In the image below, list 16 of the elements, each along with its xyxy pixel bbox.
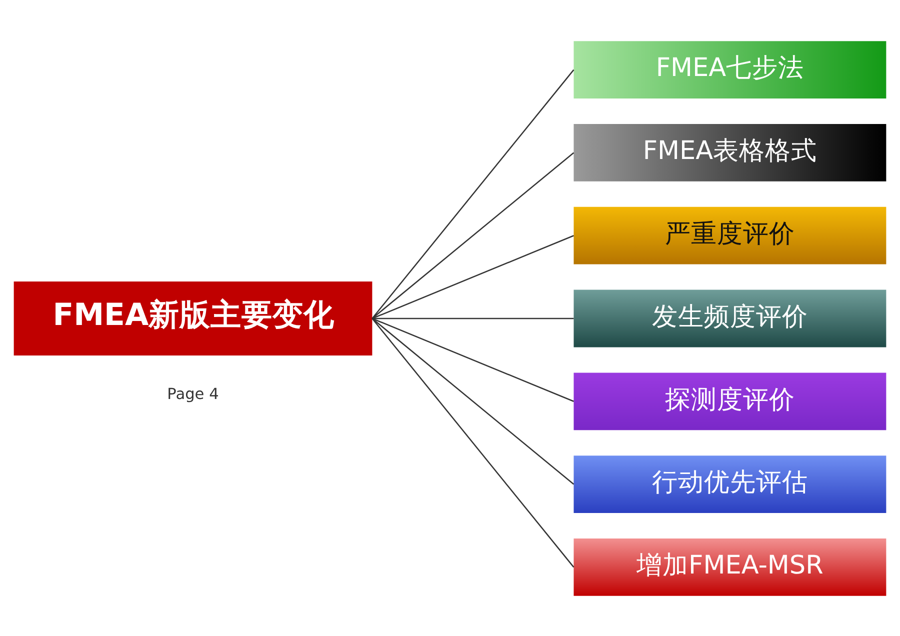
connector	[372, 317, 574, 402]
connector	[372, 68, 574, 318]
node-box: FMEA新版主要变化	[14, 281, 372, 355]
node-box: FMEA七步法	[574, 40, 886, 98]
node-box: 严重度评价	[574, 206, 886, 264]
connector	[372, 317, 574, 319]
node-box: 增加FMEA-MSR	[574, 538, 886, 596]
connector	[372, 152, 574, 318]
connector	[372, 234, 574, 319]
node-box: 行动优先评估	[574, 455, 886, 512]
connector	[372, 318, 574, 484]
node-box: FMEA表格格式	[574, 124, 886, 181]
label: Page 4	[167, 384, 219, 402]
connector	[372, 318, 574, 568]
node-box: 发生频度评价	[574, 289, 886, 347]
node-box: 探测度评价	[574, 372, 886, 430]
